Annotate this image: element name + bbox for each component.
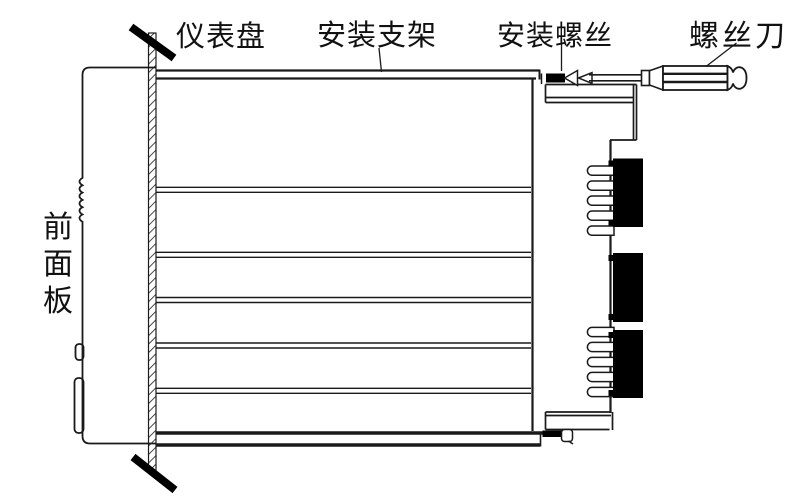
mounting-bracket-top: [156, 69, 543, 84]
connector-block-top: [613, 158, 643, 227]
leader-screwdriver: [705, 42, 737, 68]
screw-head-top: [562, 69, 579, 87]
screwdriver-handle-taper: [648, 64, 664, 92]
screw-thread-bottom: [542, 430, 562, 437]
screw-head-bottom: [560, 428, 574, 443]
instrument-panel-label: 仪表盘: [176, 21, 267, 53]
panel-section-mark-top: [128, 23, 177, 62]
case-body: [156, 79, 534, 431]
screwdriver-label: 螺丝刀: [689, 20, 788, 53]
mounting-bracket-bottom: [156, 431, 545, 447]
leader-mounting-bracket: [378, 47, 383, 73]
screw-thread-top: [546, 73, 565, 83]
mounting-bracket-label: 安装支架: [317, 20, 438, 52]
screwdriver-ferrule: [640, 69, 651, 87]
front-panel-clip: [73, 377, 85, 434]
connector-pins: [586, 165, 615, 398]
front-panel-bezel: [73, 66, 156, 445]
panel-hatch-band: [147, 32, 157, 474]
front-panel-outline: [78, 66, 156, 445]
leader-lines: [378, 42, 737, 73]
rear-housing: [544, 83, 638, 431]
connector-blocks: [608, 158, 643, 398]
screwdriver-handle-knob: [726, 64, 748, 92]
connector-block-bottom: [613, 330, 643, 398]
screwdriver: [576, 64, 748, 92]
vent-slots: [156, 186, 531, 394]
screwdriver-handle: [662, 65, 729, 91]
instrument-panel-wall: [128, 23, 178, 494]
screwdriver-tip: [576, 71, 593, 85]
front-panel-latch-tab: [74, 343, 85, 361]
front-panel-label: 前面板: [43, 211, 73, 318]
mounting-screw-top: [546, 69, 579, 87]
mounting-screw-bottom: [542, 428, 574, 445]
mounting-screw-label: 安装螺丝: [497, 21, 614, 52]
panel-section-mark-bottom: [130, 453, 178, 494]
connector-block-middle: [613, 253, 643, 322]
